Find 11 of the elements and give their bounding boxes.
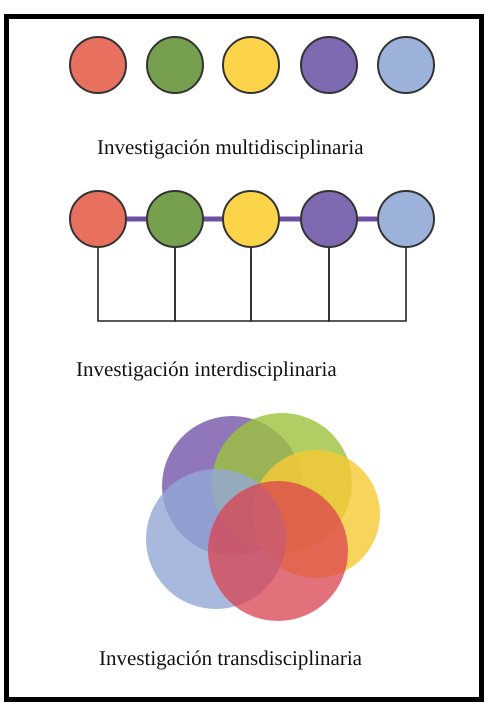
connector-bar [280,216,300,222]
connector-bar [358,216,377,222]
caption-text: Investigación interdisciplinaria [76,356,337,383]
connector-bar [204,216,222,222]
bracket-line [174,248,252,322]
bracket-line [328,248,407,322]
caption-text: Investigación multidisciplinaria [97,134,364,161]
caption-text: Investigación transdisciplinaria [99,645,362,672]
bracket-line [97,248,176,322]
connector-bar [127,216,146,222]
bracket-line [250,248,330,322]
